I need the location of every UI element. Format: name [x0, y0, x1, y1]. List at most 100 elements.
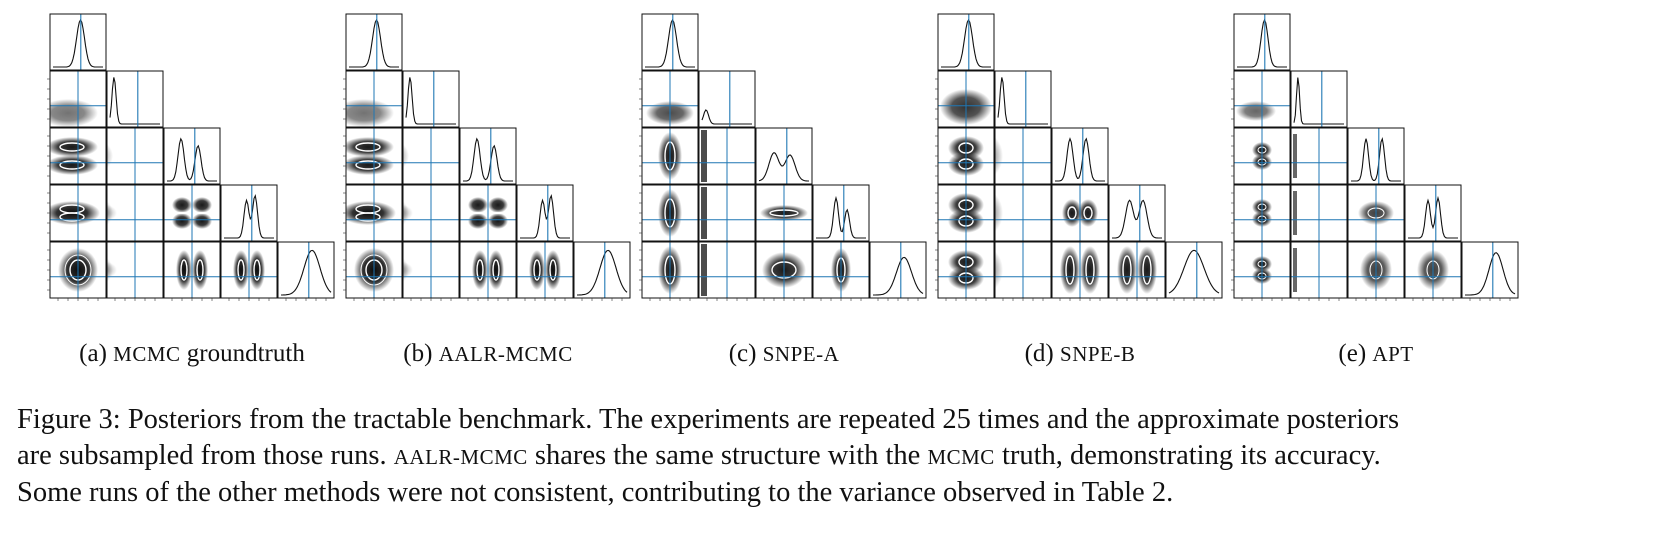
marginal-curve — [701, 109, 752, 125]
joint-cell — [106, 127, 164, 185]
cell-frame — [163, 184, 221, 242]
density-blob — [995, 132, 1023, 180]
contour-line — [59, 212, 85, 222]
caption-line-2: are subsampled from those runs. AALR-MCM… — [17, 439, 1381, 471]
contour-line — [59, 160, 85, 170]
joint-cell — [402, 241, 460, 299]
density-blob — [403, 260, 433, 280]
caption-method-aalr: AALR-MCMC — [393, 444, 528, 469]
marginal-curve — [167, 137, 217, 182]
density-blob — [468, 197, 488, 213]
subfigure-caption: (b) AALR-MCMC — [338, 340, 638, 368]
density-blob — [192, 213, 212, 229]
method-suffix: groundtruth — [180, 340, 305, 367]
subfigure-caption: (e) APT — [1226, 340, 1526, 368]
density-blob — [107, 138, 135, 174]
density-blob — [1117, 246, 1137, 294]
cell-frame — [755, 184, 813, 242]
joint-cell — [937, 184, 995, 242]
cell-frame — [994, 70, 1052, 128]
density-blob — [176, 250, 192, 290]
joint-cell — [1233, 241, 1291, 299]
joint-cell — [345, 127, 403, 185]
cell-frame — [277, 241, 335, 299]
joint-cell — [49, 241, 107, 299]
subfigure-label: (e) — [1338, 340, 1373, 367]
caption-line-3: Some runs of the other methods were not … — [17, 477, 1174, 508]
joint-cell — [755, 184, 813, 242]
cell-frame — [994, 184, 1052, 242]
density-blob — [107, 203, 137, 223]
density-blob — [172, 213, 192, 229]
marginal-curve — [53, 18, 103, 68]
density-blob — [107, 260, 137, 280]
density-blob — [346, 155, 394, 175]
marginal-cell — [277, 241, 335, 299]
density-blob — [488, 250, 504, 290]
method-name: SNPE-B — [1060, 342, 1136, 366]
caption-line-1: Figure 3: Posteriors from the tractable … — [17, 404, 1400, 435]
cell-frame — [459, 184, 517, 242]
cell-frame — [1290, 184, 1348, 242]
joint-cell — [1404, 241, 1462, 299]
density-blob — [346, 137, 394, 157]
marginal-cell — [812, 184, 870, 242]
contour-line — [533, 259, 541, 281]
marginal-curve — [224, 194, 274, 239]
density-blob — [403, 138, 431, 174]
joint-cell — [1290, 127, 1348, 185]
marginal-cell — [698, 70, 756, 128]
joint-cell — [1051, 241, 1109, 299]
contour-line — [180, 259, 188, 281]
contour-line — [237, 259, 245, 281]
cell-frame — [812, 184, 870, 242]
joint-cell — [698, 184, 756, 242]
joint-cell — [163, 241, 221, 299]
density-blob — [172, 197, 192, 213]
marginal-cell — [1165, 241, 1223, 299]
subfigure-caption: (c) SNPE-A — [634, 340, 934, 368]
cell-frame — [698, 70, 756, 128]
corner-plot — [343, 13, 631, 301]
cell-frame — [345, 13, 403, 71]
density-blob — [249, 250, 265, 290]
marginal-cell — [1461, 241, 1519, 299]
marginal-curve — [1055, 137, 1105, 182]
contour-line — [1142, 255, 1152, 285]
cell-frame — [1290, 70, 1348, 128]
density-blob — [1080, 246, 1100, 294]
joint-cell — [698, 127, 756, 185]
cell-frame — [641, 13, 699, 71]
cell-frame — [698, 127, 756, 185]
joint-cell — [1290, 184, 1348, 242]
density-blob — [1236, 101, 1276, 121]
marginal-cell — [345, 13, 403, 71]
joint-cell — [641, 241, 699, 299]
marginal-curve — [405, 77, 456, 125]
cell-frame — [1404, 184, 1462, 242]
joint-cell — [106, 241, 164, 299]
cell-frame — [869, 241, 927, 299]
density-blob — [472, 250, 488, 290]
marginal-cell — [1347, 127, 1405, 185]
figure-caption: Figure 3: Posteriors from the tractable … — [17, 402, 1657, 511]
density-blob — [488, 197, 508, 213]
marginal-curve — [873, 256, 924, 296]
marginal-curve — [1351, 136, 1401, 182]
density-blob — [468, 213, 488, 229]
cell-frame — [459, 127, 517, 185]
marginal-cell — [1051, 127, 1109, 185]
joint-cell — [641, 70, 699, 128]
marginal-curve — [281, 249, 332, 296]
cell-frame — [49, 13, 107, 71]
subfigure-caption: (a) MCMC groundtruth — [42, 340, 342, 368]
marginal-curve — [1112, 199, 1162, 239]
marginal-cell — [459, 127, 517, 185]
method-name: APT — [1372, 342, 1414, 366]
marginal-cell — [755, 127, 813, 185]
density-blob — [50, 137, 98, 157]
joint-cell — [994, 241, 1052, 299]
cell-frame — [106, 127, 164, 185]
joint-cell — [812, 241, 870, 299]
